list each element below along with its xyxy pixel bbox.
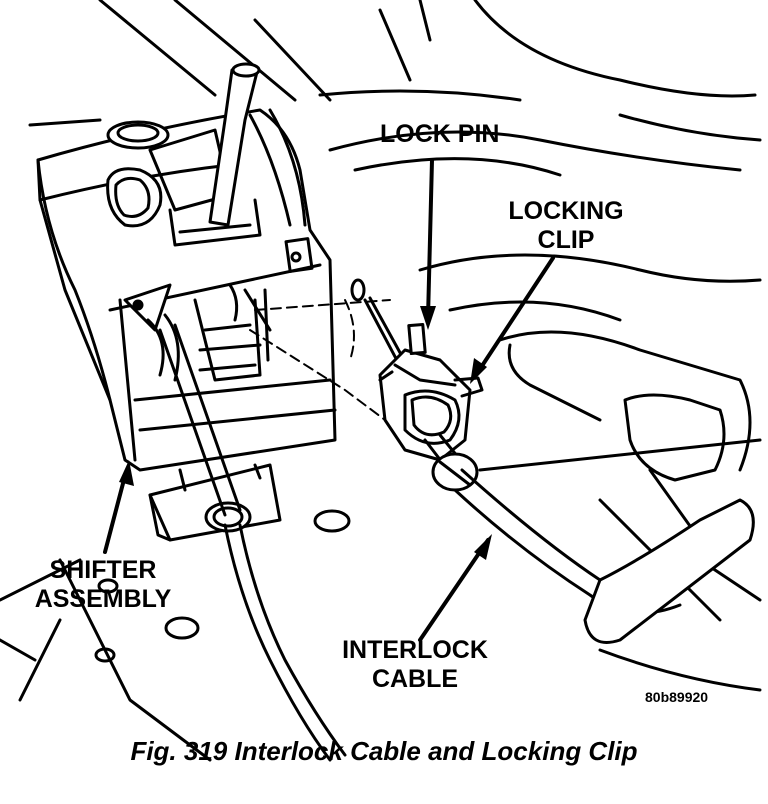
interlock-arrowhead [474, 534, 492, 560]
shifter-housing [36, 108, 337, 472]
lock-pin-label: LOCK PIN [380, 120, 499, 149]
shifter-label-line1: SHIFTER [49, 556, 157, 584]
interlock-label-line2: CABLE [371, 665, 459, 693]
lock-pin-label-text: LOCK PIN [380, 120, 500, 148]
callout-arrows [103, 158, 555, 642]
figure-caption: Fig. 319 Interlock Cable and Locking Cli… [130, 736, 638, 766]
cable-bracket [148, 463, 282, 542]
shifter-label-line2: ASSEMBLY [34, 585, 172, 613]
locking-clip-label: LOCKING CLIP [496, 197, 636, 255]
interlock-label-line1: INTERLOCK [342, 636, 488, 664]
interlock-cable-label: INTERLOCK CABLE [330, 636, 500, 694]
lock-pin-arrowhead [420, 306, 436, 330]
locking-clip-label-line1: LOCKING [508, 197, 624, 225]
interlock-cable [423, 433, 755, 644]
locking-clip-label-line2: CLIP [537, 226, 595, 254]
shifter-arrowhead [119, 460, 134, 486]
locking-clip-arrowhead [470, 358, 487, 384]
cable-lower [158, 323, 347, 762]
shifter-assembly-label: SHIFTER ASSEMBLY [18, 556, 188, 614]
floor-pan-lines [0, 0, 762, 762]
figure-code: 80b89920 [645, 689, 709, 705]
floor-holes [94, 509, 351, 663]
locking-clip [378, 322, 484, 462]
shift-lever [208, 62, 261, 227]
